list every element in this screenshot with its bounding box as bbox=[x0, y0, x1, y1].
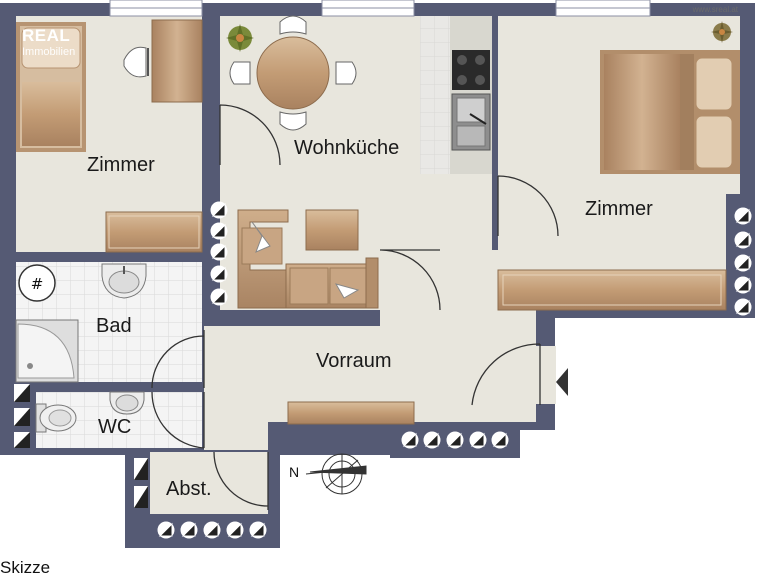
floor-abstellraum bbox=[150, 452, 268, 514]
floor-drain-icon bbox=[18, 264, 56, 302]
label-wohnkueche: Wohnküche bbox=[294, 137, 400, 159]
sink-icon bbox=[451, 93, 491, 151]
toilet bbox=[35, 403, 77, 433]
label-abstellraum: Abst. bbox=[166, 478, 212, 500]
label-zimmer-right: Zimmer bbox=[585, 198, 653, 220]
double-bed bbox=[600, 50, 740, 174]
label-zimmer-left: Zimmer bbox=[87, 154, 155, 176]
svg-text:#: # bbox=[31, 275, 44, 293]
washbasin-wc bbox=[109, 391, 145, 415]
brand-logo: REAL Immobilien bbox=[22, 27, 75, 58]
plant-icon bbox=[226, 24, 254, 52]
stove-icon bbox=[452, 50, 490, 90]
compass-north-label: N bbox=[289, 464, 300, 480]
brand-name: REAL bbox=[22, 26, 71, 45]
vent-icon bbox=[14, 384, 148, 508]
radiator-icon bbox=[157, 201, 752, 539]
label-wc: WC bbox=[98, 416, 132, 438]
compass-icon bbox=[305, 453, 367, 495]
caption: Skizze bbox=[0, 558, 51, 577]
plant-icon-right bbox=[711, 21, 733, 43]
bed-left bbox=[16, 22, 86, 152]
sofa bbox=[237, 209, 379, 309]
hall-cabinet bbox=[287, 401, 415, 425]
brand-subtitle: Immobilien bbox=[22, 46, 76, 58]
dining-table bbox=[229, 15, 357, 131]
wardrobe-right bbox=[497, 269, 727, 311]
coffee-table bbox=[305, 209, 359, 251]
label-vorraum: Vorraum bbox=[316, 350, 392, 372]
windows bbox=[109, 0, 651, 17]
door-swings bbox=[151, 104, 559, 510]
wardrobe-left bbox=[105, 211, 203, 253]
desk-left bbox=[123, 19, 203, 103]
washbasin-bad bbox=[101, 263, 147, 299]
label-bad: Bad bbox=[96, 315, 132, 337]
bathtub bbox=[15, 319, 79, 383]
website-url: www.sreal.at bbox=[692, 5, 738, 14]
entrance-arrow-icon bbox=[556, 368, 568, 396]
